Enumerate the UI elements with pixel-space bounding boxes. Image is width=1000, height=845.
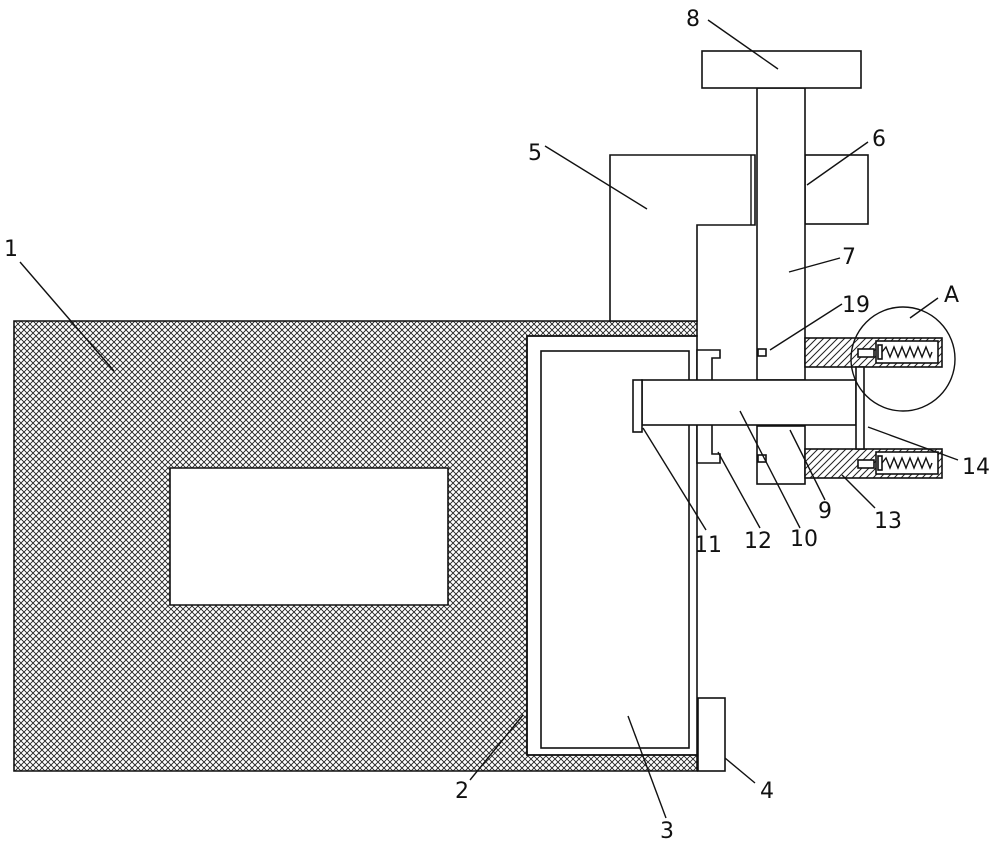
inner-cavity: [526, 335, 698, 756]
label-6: 6: [872, 127, 886, 152]
label-12: 12: [744, 529, 772, 554]
vertical-rod: [756, 87, 806, 381]
foot-block: [697, 697, 726, 772]
spring-lower: [881, 456, 933, 470]
label-8: 8: [686, 7, 700, 32]
label-14: 14: [962, 455, 990, 480]
top-handle: [701, 50, 862, 89]
spring-upper: [881, 345, 933, 359]
side-block: [804, 154, 869, 225]
end-plate-14: [855, 366, 865, 450]
label-11: 11: [694, 533, 722, 558]
shaft-cap-11: [632, 379, 643, 433]
detail-circle-a: [850, 306, 956, 412]
label-7: 7: [842, 245, 856, 270]
label-3: 3: [660, 819, 674, 844]
label-9: 9: [818, 499, 832, 524]
label-13: 13: [874, 509, 902, 534]
bracket: [609, 154, 756, 322]
label-19: 19: [842, 293, 870, 318]
small-square-19: [757, 348, 767, 357]
label-10: 10: [790, 527, 818, 552]
label-5: 5: [528, 141, 542, 166]
label-4: 4: [760, 779, 774, 804]
label-a: A: [944, 283, 959, 308]
horizontal-shaft: [641, 379, 857, 426]
label-2: 2: [455, 779, 469, 804]
label-1: 1: [4, 237, 18, 262]
